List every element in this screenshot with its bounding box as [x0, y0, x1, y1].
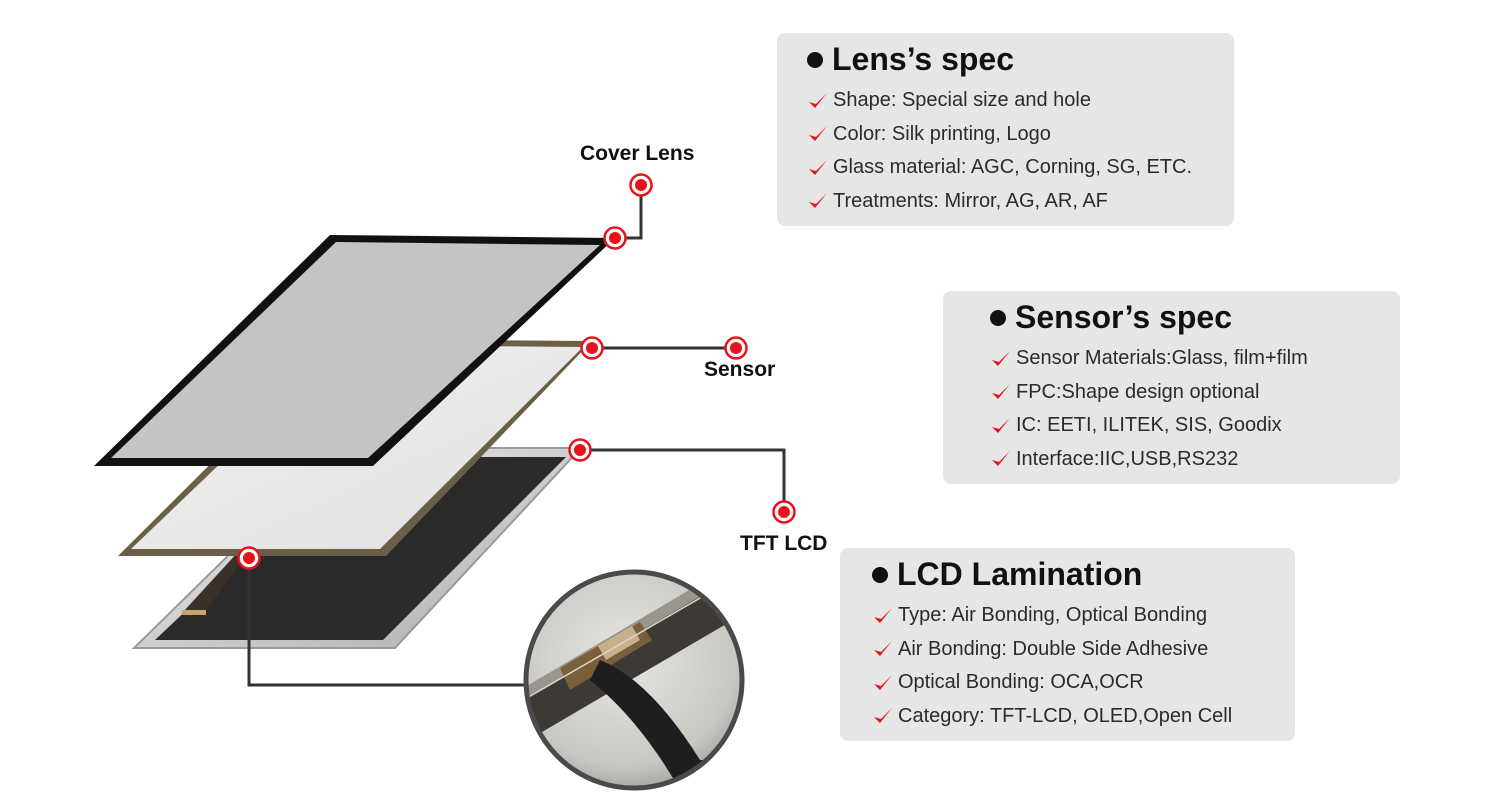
sensor-label: Sensor — [704, 358, 776, 381]
red-target-marker-icon — [580, 336, 604, 360]
red-check-icon — [874, 607, 892, 623]
list-item: Treatments: Mirror, AG, AR, AF — [807, 185, 1234, 219]
lens-spec-title: Lens’s spec — [807, 41, 1234, 78]
red-check-icon — [992, 350, 1010, 366]
zoom-leader — [247, 558, 526, 687]
lens-spec-list: Shape: Special size and hole Color: Silk… — [807, 84, 1234, 218]
red-check-icon — [992, 384, 1010, 400]
red-target-marker-icon — [724, 336, 748, 360]
red-target-marker-icon — [568, 438, 592, 462]
red-target-marker-icon — [772, 500, 796, 524]
red-check-icon — [874, 674, 892, 690]
list-item: Glass material: AGC, Corning, SG, ETC. — [807, 151, 1234, 185]
list-item: FPC:Shape design optional — [990, 376, 1400, 410]
list-item: Optical Bonding: OCA,OCR — [872, 666, 1295, 700]
list-item: Shape: Special size and hole — [807, 84, 1234, 118]
list-item: Category: TFT-LCD, OLED,Open Cell — [872, 700, 1295, 734]
bullet-dot-icon — [807, 51, 823, 68]
list-item: Interface:IIC,USB,RS232 — [990, 443, 1400, 477]
cover-lens-label: Cover Lens — [580, 142, 695, 165]
lcd-lamination-card: LCD Lamination Type: Air Bonding, Optica… — [840, 548, 1295, 741]
tft-lcd-label: TFT LCD — [740, 532, 828, 555]
red-target-marker-icon — [629, 173, 653, 197]
list-item: Color: Silk printing, Logo — [807, 118, 1234, 152]
zoom-detail-circle — [523, 569, 745, 791]
tft-lcd-leader — [580, 448, 786, 512]
list-item: IC: EETI, ILITEK, SIS, Goodix — [990, 409, 1400, 443]
red-check-icon — [874, 708, 892, 724]
sensor-spec-card: Sensor’s spec Sensor Materials:Glass, fi… — [943, 291, 1400, 484]
lcd-fpc — [183, 552, 248, 612]
red-check-icon — [809, 159, 827, 175]
red-target-marker-icon — [237, 546, 261, 570]
red-check-icon — [874, 641, 892, 657]
lcd-fpc-tab — [182, 610, 206, 615]
red-check-icon — [809, 126, 827, 142]
red-check-icon — [992, 451, 1010, 467]
sensor-spec-title: Sensor’s spec — [990, 299, 1400, 336]
red-target-marker-icon — [603, 226, 627, 250]
lens-spec-card: Lens’s spec Shape: Special size and hole… — [777, 33, 1234, 226]
list-item: Type: Air Bonding, Optical Bonding — [872, 599, 1295, 633]
callout-markers — [237, 173, 796, 570]
lcd-lamination-list: Type: Air Bonding, Optical Bonding Air B… — [872, 599, 1295, 733]
list-item: Air Bonding: Double Side Adhesive — [872, 633, 1295, 667]
list-item: Sensor Materials:Glass, film+film — [990, 342, 1400, 376]
cover-lens-glass — [111, 242, 600, 458]
sensor-spec-list: Sensor Materials:Glass, film+film FPC:Sh… — [990, 342, 1400, 476]
bullet-dot-icon — [990, 309, 1006, 326]
cover-lens-layer — [94, 235, 615, 466]
bullet-dot-icon — [872, 566, 888, 583]
red-check-icon — [809, 92, 827, 108]
lcd-lamination-title: LCD Lamination — [872, 556, 1295, 593]
red-check-icon — [809, 193, 827, 209]
red-check-icon — [992, 417, 1010, 433]
